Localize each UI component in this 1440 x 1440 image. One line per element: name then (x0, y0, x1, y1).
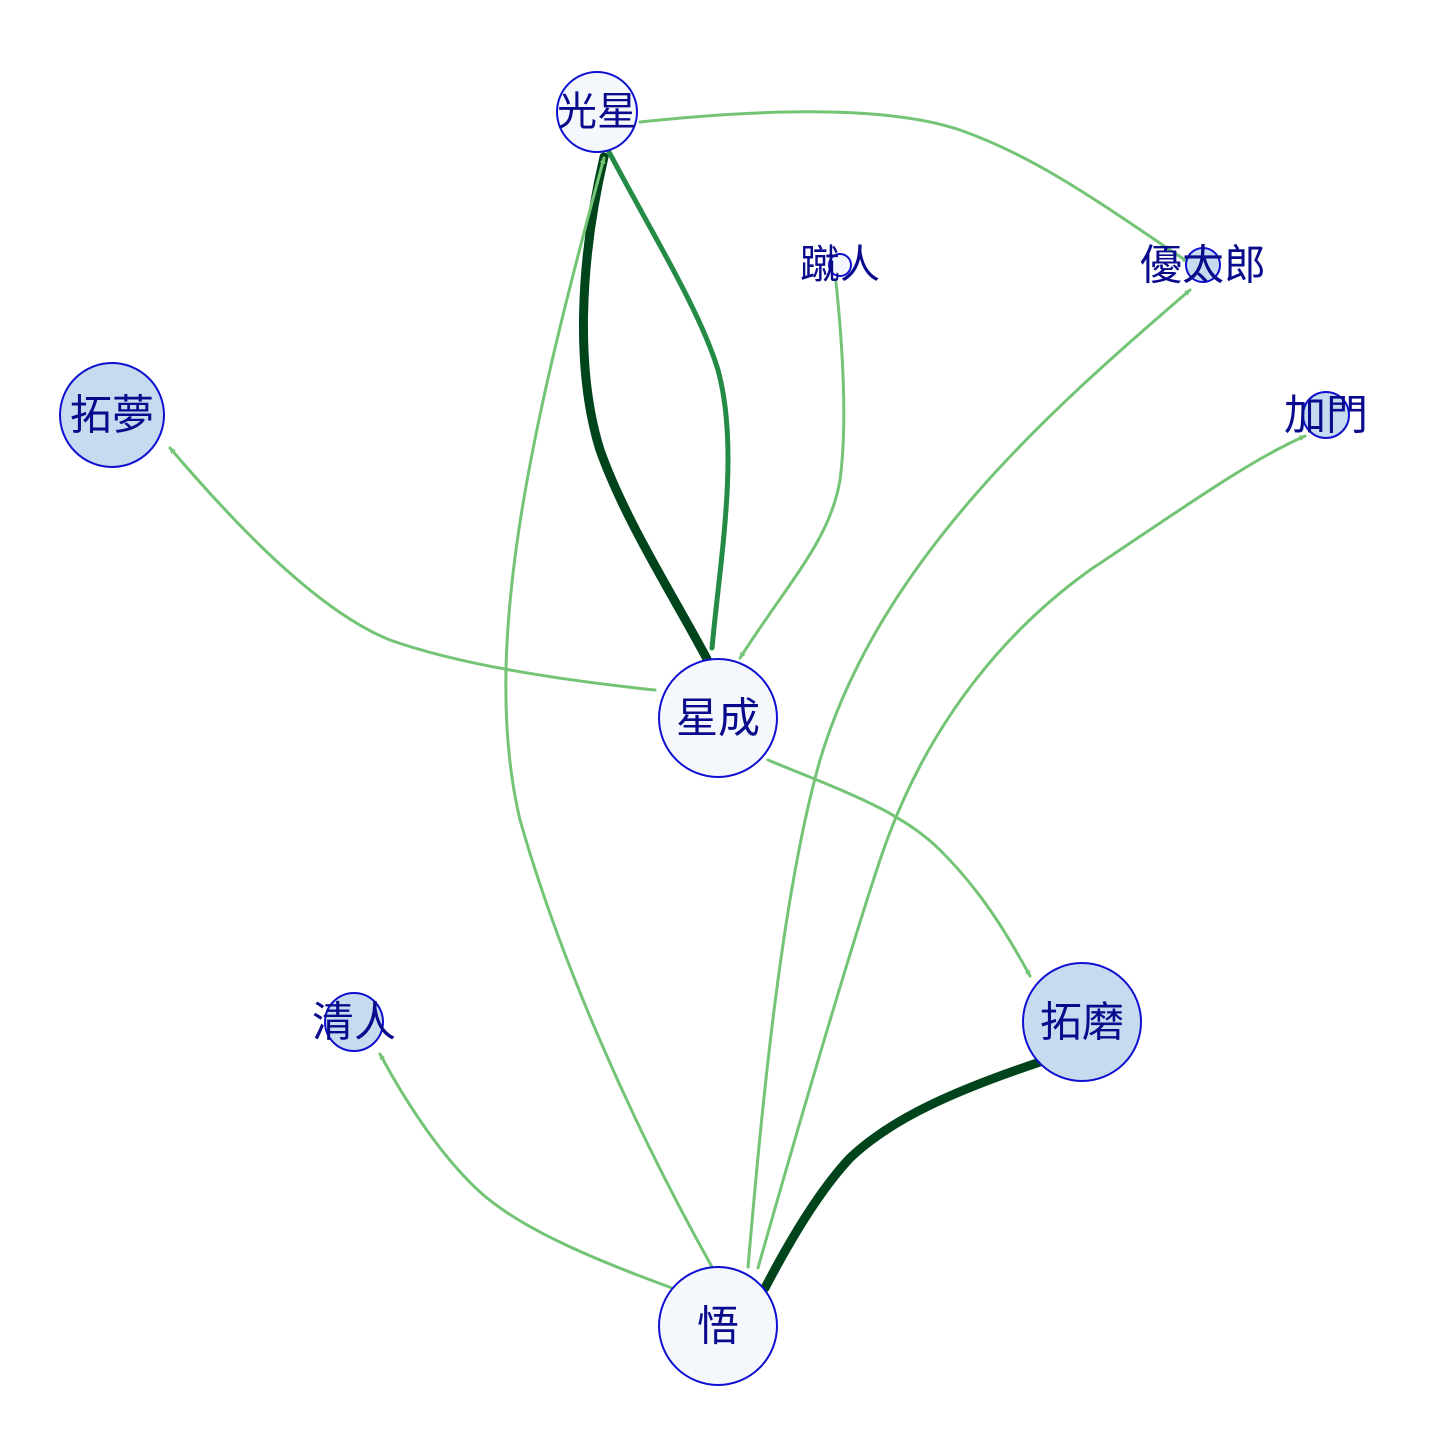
edge-koboshi-to-yutaro (638, 110, 1190, 264)
node-label-kiyoto: 清人 (312, 998, 396, 1047)
edge-shusei-to-koboshi (578, 152, 712, 664)
node-circle-takumu[interactable] (59, 362, 165, 468)
node-circle-satoru[interactable] (658, 1266, 778, 1386)
edge-shusei-to-takuma (766, 758, 1032, 978)
edge-shuto-to-shusei (738, 280, 846, 660)
node-kamon[interactable]: 加門 (1284, 391, 1368, 440)
node-circle-shusei[interactable] (658, 658, 778, 778)
node-kiyoto[interactable]: 清人 (312, 992, 396, 1052)
node-circle-koboshi[interactable] (556, 71, 638, 153)
node-koboshi[interactable]: 光星 (556, 71, 638, 153)
edge-satoru-to-yutaro (746, 288, 1192, 1269)
node-label-takumu: 拓夢 (70, 391, 154, 440)
node-shuto[interactable]: 蹴人 (800, 242, 880, 288)
node-takumu[interactable]: 拓夢 (59, 362, 165, 468)
edges-layer (168, 110, 1307, 1293)
node-label-satoru: 悟 (697, 1302, 739, 1351)
node-shusei[interactable]: 星成 (658, 658, 778, 778)
node-label-shusei: 星成 (676, 694, 760, 743)
node-satoru[interactable]: 悟 (658, 1266, 778, 1386)
node-label-koboshi: 光星 (557, 89, 637, 135)
node-circle-takuma[interactable] (1022, 962, 1142, 1082)
edge-shusei-to-takumu (168, 446, 657, 692)
node-circle-kamon[interactable] (1302, 391, 1350, 439)
node-circle-kiyoto[interactable] (324, 992, 384, 1052)
node-label-kamon: 加門 (1284, 391, 1368, 440)
edge-satoru-to-kiyoto (378, 1052, 674, 1290)
node-yutaro[interactable]: 優太郎 (1140, 241, 1266, 290)
edge-satoru-to-kamon (756, 434, 1307, 1270)
node-circle-yutaro[interactable] (1185, 247, 1221, 283)
node-circle-shuto[interactable] (828, 253, 852, 277)
node-takuma[interactable]: 拓磨 (1022, 962, 1142, 1082)
edge-koboshi-to-shusei (605, 147, 731, 651)
edge-satoru-to-koboshi (504, 156, 714, 1269)
edge-satoru-to-takuma (760, 1057, 1045, 1293)
node-label-shuto: 蹴人 (800, 242, 880, 288)
node-label-takuma: 拓磨 (1040, 998, 1124, 1047)
node-label-yutaro: 優太郎 (1140, 241, 1266, 290)
